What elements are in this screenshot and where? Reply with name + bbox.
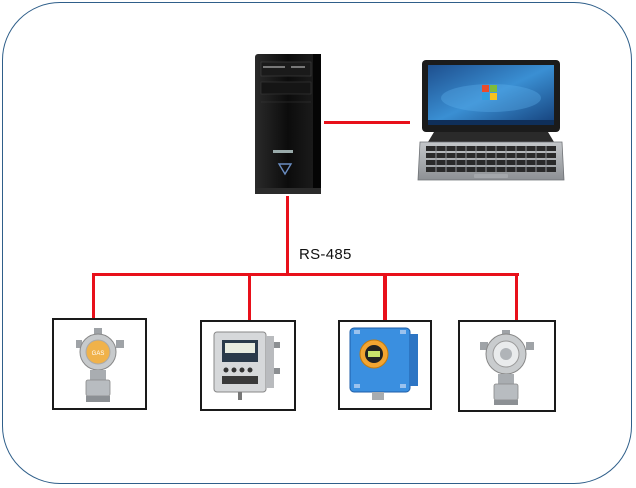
gas-controller-panel-icon: [213, 331, 280, 400]
bus-label: RS-485: [299, 246, 352, 263]
laptop-icon: [417, 60, 565, 181]
pc-to-laptop-link: [324, 121, 410, 124]
diagram-frame: [2, 2, 632, 484]
gas-detector-blue-box-icon: [349, 327, 418, 400]
svg-text:GAS: GAS: [92, 351, 105, 357]
bus-drop-detector-4: [515, 273, 518, 321]
rs485-bus: [92, 273, 519, 276]
bus-drop-detector-1: [92, 273, 95, 320]
bus-drop-detector-2: [248, 273, 251, 321]
desktop-tower-icon: [255, 54, 321, 194]
bus-drop-detector-3: [383, 273, 387, 321]
gas-detector-explosion-proof-icon: [480, 330, 534, 405]
pc-to-bus-link: [286, 196, 289, 275]
gas-detector-explosion-proof-icon: GAS: [76, 328, 124, 402]
